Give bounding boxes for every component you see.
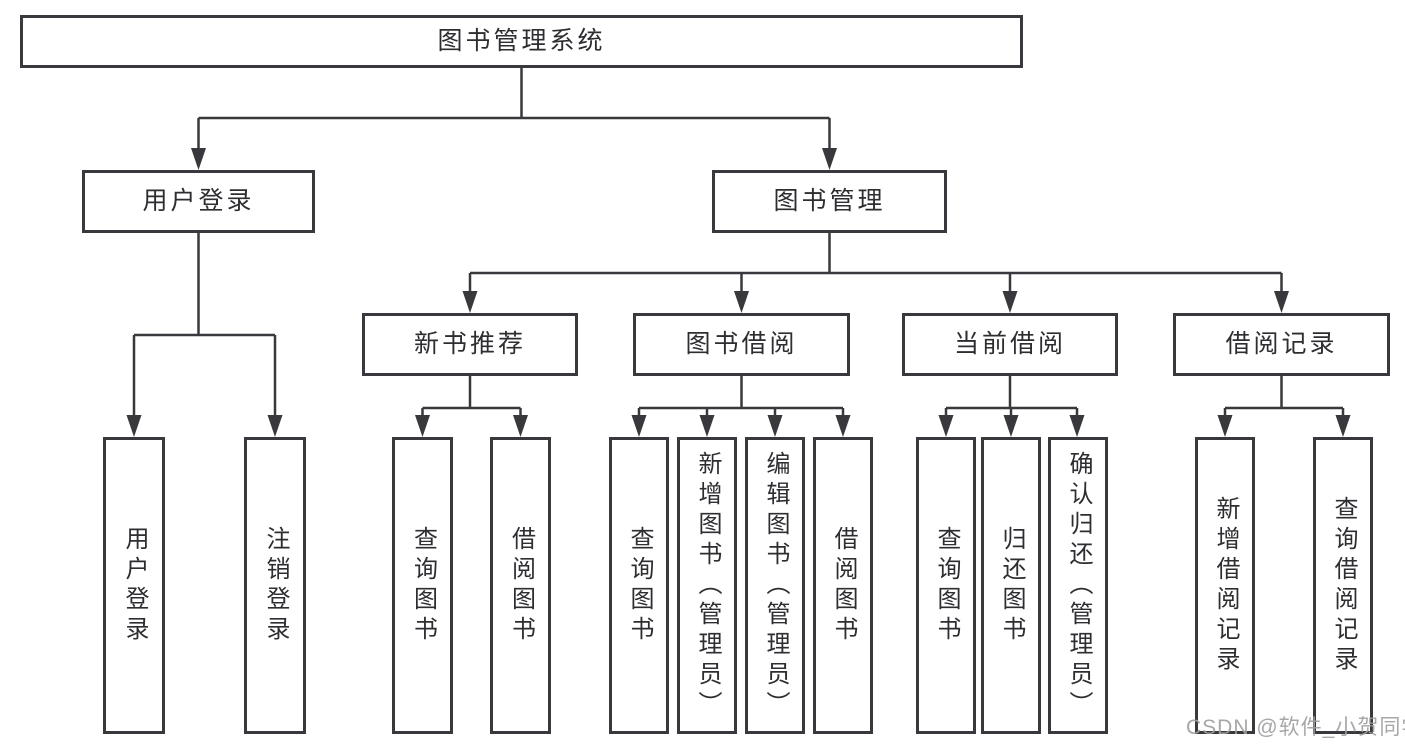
arrow-head-icon — [1274, 291, 1289, 313]
node-label: 借阅图书 — [507, 525, 535, 646]
arrow-head-icon — [699, 415, 715, 437]
leaf-borrow-books-recommend: 借阅图书 — [490, 437, 551, 734]
node-label: 新增图书（管理员） — [694, 450, 721, 721]
connector-path — [132, 68, 1345, 417]
node-label: 编辑图书（管理员） — [762, 450, 789, 721]
node-user-login: 用户登录 — [82, 170, 315, 233]
arrow-head-icon — [1335, 415, 1351, 437]
arrow-head-icon — [938, 415, 954, 437]
arrow-head-icon — [1003, 415, 1019, 437]
arrow-head-icon — [1002, 291, 1018, 313]
node-label: 当前借阅 — [953, 329, 1066, 358]
node-label: 查询图书 — [626, 525, 653, 646]
arrow-head-icon — [1069, 415, 1085, 437]
node-label: 注销登录 — [262, 525, 289, 646]
arrow-head-icon — [1217, 415, 1233, 437]
node-label: 确认归还（管理员） — [1065, 450, 1092, 721]
leaf-query-books-current: 查询图书 — [916, 437, 976, 734]
leaf-user-login: 用户登录 — [103, 437, 165, 734]
arrow-head-icon — [734, 291, 749, 313]
node-new-book-recommend: 新书推荐 — [362, 313, 578, 376]
node-book-borrowing: 图书借阅 — [633, 313, 850, 376]
node-book-management: 图书管理 — [712, 170, 947, 233]
node-label: 借阅记录 — [1225, 329, 1338, 358]
leaf-edit-books-admin: 编辑图书（管理员） — [745, 437, 805, 734]
arrow-head-icon — [513, 415, 528, 437]
node-label: 图书管理 — [773, 186, 886, 215]
leaf-confirm-return-admin: 确认归还（管理员） — [1048, 437, 1108, 734]
leaf-query-books-recommend: 查询图书 — [392, 437, 453, 734]
arrowheads — [126, 148, 1351, 437]
arrow-head-icon — [822, 148, 837, 170]
arrow-head-icon — [767, 415, 783, 437]
arrow-head-icon — [462, 291, 478, 313]
arrow-head-icon — [631, 415, 647, 437]
watermark: CSDN @软件_小贺同学 — [1186, 716, 1405, 739]
node-current-borrowing: 当前借阅 — [902, 313, 1118, 376]
arrow-head-icon — [415, 415, 430, 437]
leaf-add-books-admin: 新增图书（管理员） — [677, 437, 737, 734]
leaf-logout: 注销登录 — [244, 437, 306, 734]
node-label: 新增借阅记录 — [1212, 495, 1239, 676]
node-label: 图书管理系统 — [437, 26, 606, 55]
leaf-add-borrow-record: 新增借阅记录 — [1195, 437, 1255, 734]
leaf-query-borrow-record: 查询借阅记录 — [1313, 437, 1373, 734]
node-label: 查询图书 — [409, 525, 437, 646]
leaf-query-books-borrowing: 查询图书 — [609, 437, 669, 734]
node-label: 图书借阅 — [685, 329, 798, 358]
leaf-return-books: 归还图书 — [981, 437, 1041, 734]
arrow-head-icon — [835, 415, 851, 437]
node-label: 归还图书 — [998, 525, 1025, 646]
leaf-borrow-books-borrowing: 借阅图书 — [813, 437, 873, 734]
arrow-head-icon — [191, 148, 206, 170]
arrow-head-icon — [267, 415, 283, 437]
node-label: 新书推荐 — [413, 329, 526, 358]
arrow-head-icon — [126, 415, 142, 437]
node-label: 查询借阅记录 — [1330, 495, 1357, 676]
node-library-management-system: 图书管理系统 — [20, 15, 1023, 68]
node-label: 查询图书 — [933, 525, 960, 646]
node-label: 借阅图书 — [830, 525, 857, 646]
node-borrowing-records: 借阅记录 — [1173, 313, 1390, 376]
node-label: 用户登录 — [121, 525, 148, 646]
node-label: 用户登录 — [142, 186, 255, 215]
